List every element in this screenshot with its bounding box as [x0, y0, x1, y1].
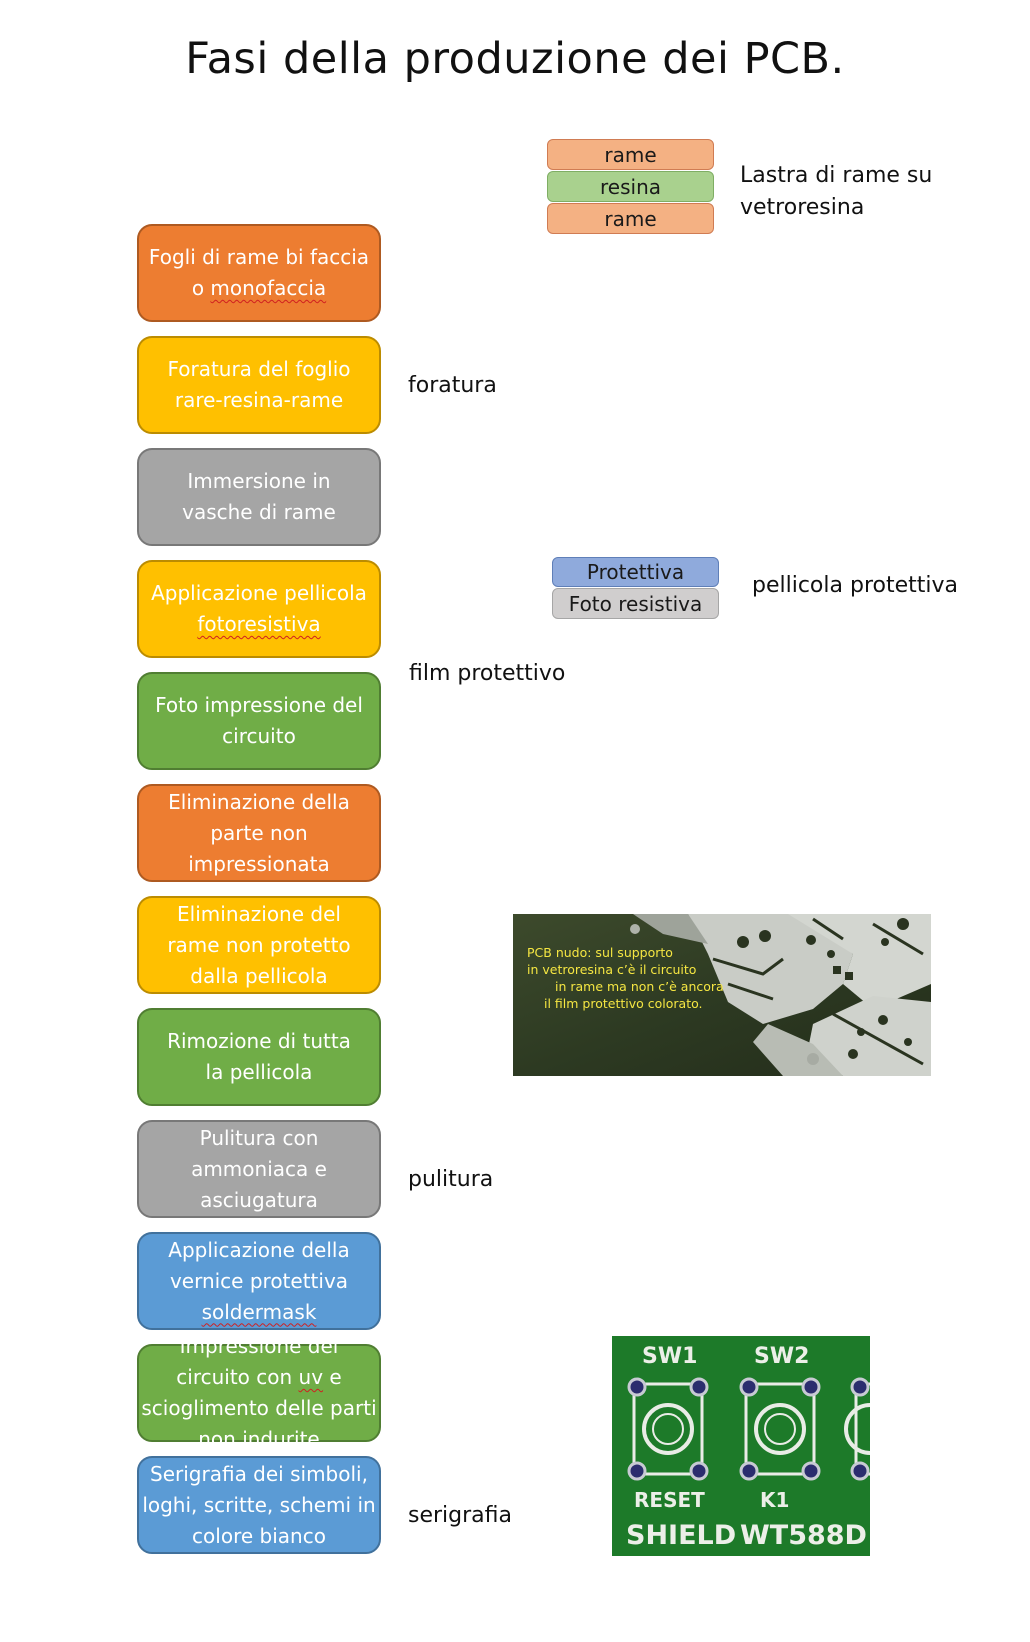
silk-sw2: SW2: [754, 1344, 810, 1369]
step-text: Applicazione pellicola fotoresistiva: [151, 581, 367, 636]
silk-k1: K1: [760, 1488, 790, 1512]
step-serigrafia: Serigrafia dei simboli, loghi, scritte, …: [137, 1456, 381, 1554]
step-text: Pulitura con ammoniaca e asciugatura: [191, 1125, 327, 1212]
silkscreen-pcb-photo: SW1 SW2 RESET K1 SHIELD WT588D: [612, 1336, 870, 1556]
step-text: Impressione del circuito con uv e sciogl…: [141, 1334, 377, 1451]
step-text: Foto impressione del circuito: [155, 693, 363, 748]
photo-caption-line3: in rame ma non c’è ancora: [555, 979, 724, 994]
note-lastra-line2: vetroresina: [740, 195, 865, 220]
note-pellicola-protettiva: pellicola protettiva: [752, 573, 958, 598]
silk-reset: RESET: [634, 1488, 705, 1512]
layer-protettiva: Protettiva: [552, 557, 719, 587]
step-eliminazione-parte: Eliminazione della parte non impressiona…: [137, 784, 381, 882]
step-foto-impressione: Foto impressione del circuito: [137, 672, 381, 770]
step-impressione-uv: Impressione del circuito con uv e sciogl…: [137, 1334, 381, 1451]
step-text: Eliminazione del rame non protetto dalla…: [167, 901, 351, 988]
layer-resina: resina: [547, 171, 714, 202]
silk-model: WT588D: [740, 1520, 867, 1551]
step-applicazione-pellicola: Applicazione pellicola fotoresistiva: [137, 560, 381, 658]
layer-foto-resistiva: Foto resistiva: [552, 588, 719, 619]
photo-caption-line1: PCB nudo: sul supporto: [527, 945, 673, 960]
silk-sw1: SW1: [642, 1344, 698, 1369]
bare-pcb-graphic: [513, 914, 931, 1076]
step-text: Foratura del foglio rare-resina-rame: [167, 357, 351, 412]
note-foratura: foratura: [408, 373, 497, 398]
step-pulitura: Pulitura con ammoniaca e asciugatura: [137, 1120, 381, 1218]
note-pulitura: pulitura: [408, 1167, 494, 1192]
step-text: Serigrafia dei simboli, loghi, scritte, …: [142, 1461, 376, 1548]
step-applicazione-vernice: Applicazione della vernice protettiva so…: [137, 1232, 381, 1330]
step-fogli-di-rame: Fogli di rame bi faccia o monofaccia: [137, 224, 381, 322]
photo-caption-line4: il film protettivo colorato.: [544, 996, 703, 1011]
step-text: Eliminazione della parte non impressiona…: [168, 789, 350, 876]
note-serigrafia: serigrafia: [408, 1503, 512, 1528]
step-text: Applicazione della vernice protettiva so…: [168, 1237, 350, 1324]
step-foratura: Foratura del foglio rare-resina-rame: [137, 336, 381, 434]
step-immersione: Immersione in vasche di rame: [137, 448, 381, 546]
step-text: Rimozione di tutta la pellicola: [167, 1029, 351, 1084]
layer-rame-top: rame: [547, 139, 714, 170]
layer-rame-bottom: rame: [547, 203, 714, 234]
step-eliminazione-rame: Eliminazione del rame non protetto dalla…: [137, 896, 381, 994]
note-lastra: Lastra di rame su vetroresina: [740, 160, 932, 224]
silk-shield: SHIELD: [626, 1520, 737, 1551]
photo-caption-line2: in vetroresina c’è il circuito: [527, 962, 697, 977]
bare-pcb-photo: PCB nudo: sul supporto in vetroresina c’…: [513, 914, 931, 1076]
note-film-protettivo: film protettivo: [409, 661, 566, 686]
note-lastra-line1: Lastra di rame su: [740, 163, 933, 188]
step-rimozione-pellicola: Rimozione di tutta la pellicola: [137, 1008, 381, 1106]
step-text: Immersione in vasche di rame: [182, 469, 336, 524]
step-text: Fogli di rame bi faccia o monofaccia: [148, 245, 370, 300]
silkscreen-graphic: [612, 1336, 870, 1556]
page-title: Fasi della produzione dei PCB.: [185, 34, 845, 84]
